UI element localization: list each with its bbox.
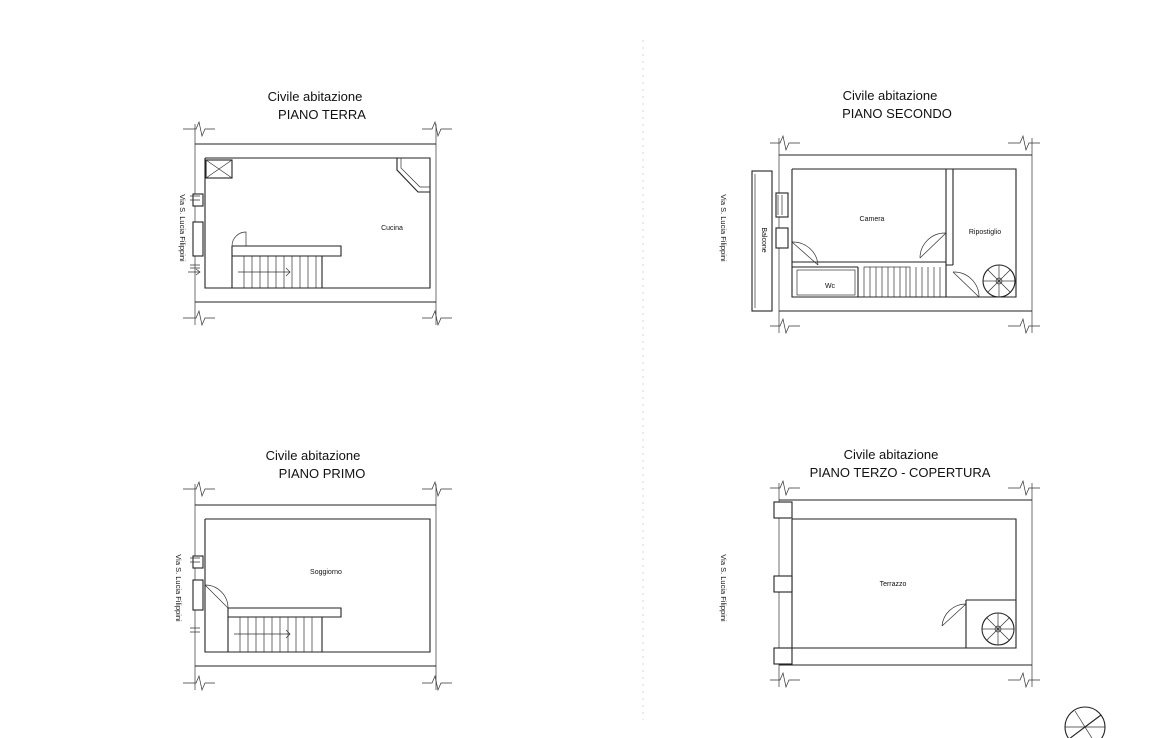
room-label-cucina: Cucina: [381, 225, 403, 232]
plan-subtitle: Civile abitazione: [843, 88, 938, 103]
plan-piano-terra: Civile abitazione PIANO TERRA Cucina Via…: [178, 89, 452, 327]
street-label: Via S. Lucia Filippini: [178, 194, 187, 262]
room-label-soggiorno: Soggiorno: [310, 569, 342, 576]
room-label-terrazzo: Terrazzo: [880, 581, 907, 588]
room-label-wc: Wc: [825, 283, 836, 290]
plan-title: PIANO TERRA: [278, 107, 366, 122]
plan-subtitle: Civile abitazione: [844, 447, 939, 462]
plan-title: PIANO PRIMO: [279, 466, 366, 481]
plan-piano-terzo: Civile abitazione PIANO TERZO - COPERTUR…: [719, 447, 1040, 689]
north-arrow-icon: [1064, 706, 1106, 738]
room-label-balcone: Balcone: [760, 227, 767, 252]
plan-title: PIANO TERZO - COPERTURA: [810, 465, 991, 480]
street-label: Via S. Lucia Filippini: [174, 554, 183, 622]
plan-piano-primo: Civile abitazione PIANO PRIMO Soggiorno …: [174, 448, 452, 692]
plan-piano-secondo: Civile abitazione PIANO SECONDO Balcone …: [719, 88, 1040, 335]
plan-subtitle: Civile abitazione: [268, 89, 363, 104]
plan-subtitle: Civile abitazione: [266, 448, 361, 463]
room-label-camera: Camera: [860, 216, 885, 223]
plan-title: PIANO SECONDO: [842, 106, 952, 121]
spiral-stair-icon: [982, 264, 1016, 298]
street-label: Via S. Lucia Filippini: [719, 554, 728, 622]
room-label-ripostiglio: Ripostiglio: [969, 229, 1001, 236]
spiral-stair-icon: [981, 612, 1015, 646]
street-label: Via S. Lucia Filippini: [719, 194, 728, 262]
